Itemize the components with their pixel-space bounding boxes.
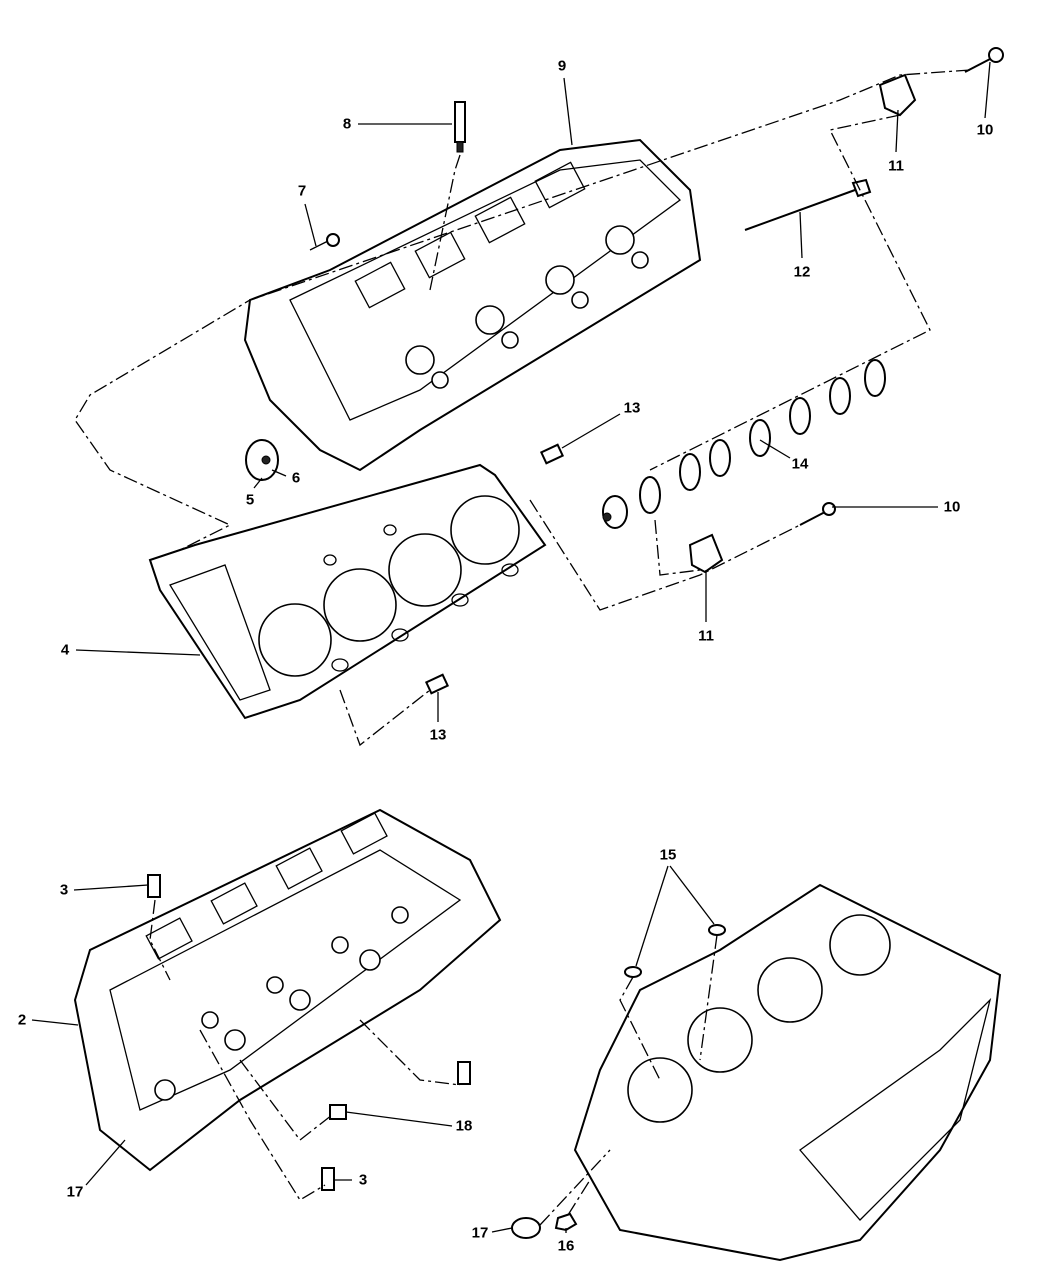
head-bolt-12 — [744, 178, 872, 231]
callout-3-upper: 3 — [59, 881, 69, 899]
dowel-3-upper — [147, 874, 161, 898]
callout-15: 15 — [659, 846, 677, 864]
head-gasket — [148, 463, 547, 720]
callout-5: 5 — [245, 491, 255, 509]
callout-9: 9 — [557, 57, 567, 75]
bolt-7 — [309, 233, 340, 251]
camshaft-cap-upper — [878, 73, 917, 117]
cup-plug — [245, 439, 279, 481]
camshaft-cap-lower — [688, 533, 724, 574]
assembly-lines — [74, 69, 971, 1226]
dowel-pin-lower — [424, 673, 450, 695]
callout-16: 16 — [557, 1237, 575, 1255]
callout-17-left: 17 — [66, 1183, 84, 1201]
callout-7: 7 — [297, 182, 307, 200]
o-ring-right — [708, 924, 726, 936]
callout-4: 4 — [60, 641, 70, 659]
callout-3-lower: 3 — [358, 1171, 368, 1189]
callout-18: 18 — [455, 1117, 473, 1135]
callout-14: 14 — [791, 455, 809, 473]
callout-10-upper: 10 — [976, 121, 994, 139]
cylinder-head-upper — [243, 138, 702, 472]
callout-12: 12 — [793, 263, 811, 281]
callout-11-upper: 11 — [888, 157, 904, 175]
callout-13-lower: 13 — [429, 726, 447, 744]
callout-10-lower: 10 — [943, 498, 961, 516]
dowel-18-lower — [329, 1104, 347, 1120]
bolt-10-lower — [799, 502, 836, 526]
plug-16 — [554, 1212, 578, 1232]
callout-2: 2 — [17, 1011, 27, 1029]
callout-11-lower: 11 — [698, 627, 714, 645]
callout-17-right: 17 — [471, 1224, 489, 1242]
leader-lines — [31, 61, 991, 1233]
callout-8: 8 — [342, 115, 352, 133]
spark-plug — [454, 101, 466, 153]
cylinder-head-lower-left — [73, 808, 502, 1172]
callout-6: 6 — [291, 469, 301, 487]
dowel-18-upper — [457, 1061, 471, 1085]
camshaft — [602, 359, 886, 529]
cylinder-head-lower-right — [573, 883, 1002, 1262]
cup-plug-17 — [511, 1217, 541, 1239]
dowel-3-lower — [321, 1167, 335, 1191]
bolt-10-upper — [964, 47, 1004, 73]
callout-13-upper: 13 — [623, 399, 641, 417]
o-ring-left — [624, 966, 642, 978]
dowel-pin-upper — [539, 443, 565, 465]
